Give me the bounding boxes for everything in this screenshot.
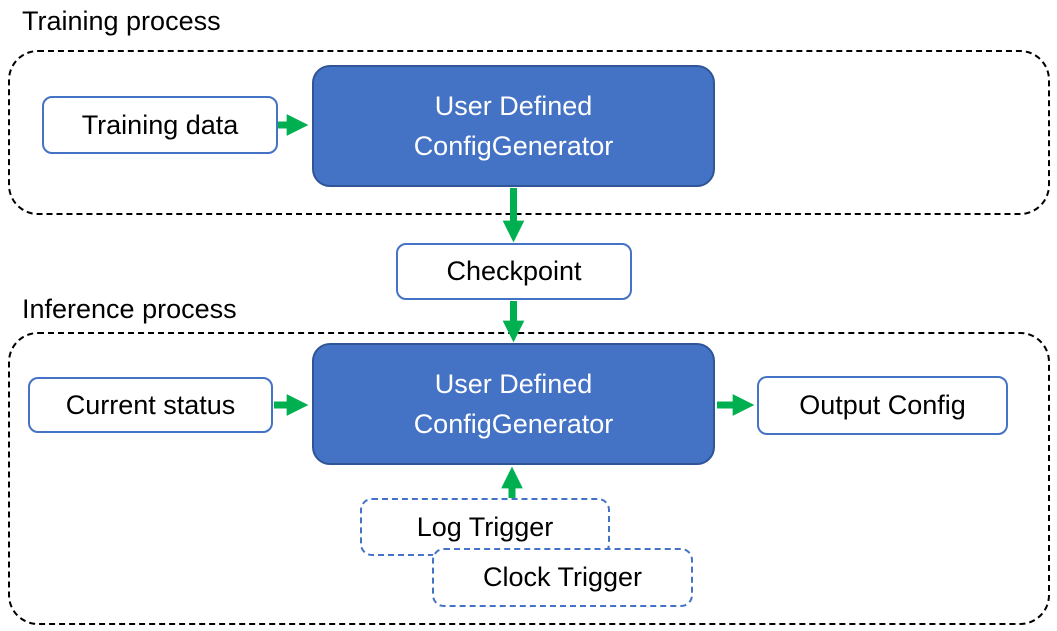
current-status-box: Current status [28,377,273,433]
training-process-container [8,50,1050,215]
clock-trigger-label: Clock Trigger [482,562,643,592]
config-generator-training-line1: User Defined [434,91,593,121]
checkpoint-box: Checkpoint [396,243,632,300]
config-generator-inference-line2: ConfigGenerator [413,409,614,439]
checkpoint-label: Checkpoint [446,256,582,286]
output-config-box: Output Config [757,376,1008,435]
inference-process-container [8,332,1050,625]
config-generator-inference-box: User Defined ConfigGenerator [312,343,715,465]
training-data-label: Training data [81,109,239,140]
inference-process-label: Inference process [22,294,237,324]
current-status-label: Current status [65,389,236,420]
log-trigger-label: Log Trigger [416,511,554,542]
training-data-box: Training data [42,96,278,154]
config-generator-training-box: User Defined ConfigGenerator [312,65,715,187]
log-trigger-box: Log Trigger [360,498,610,556]
clock-trigger-box: Clock Trigger [432,548,693,607]
config-generator-inference-line1: User Defined [434,369,593,399]
output-config-label: Output Config [799,390,966,420]
config-generator-training-line2: ConfigGenerator [413,131,614,161]
training-process-label: Training process [22,6,221,36]
